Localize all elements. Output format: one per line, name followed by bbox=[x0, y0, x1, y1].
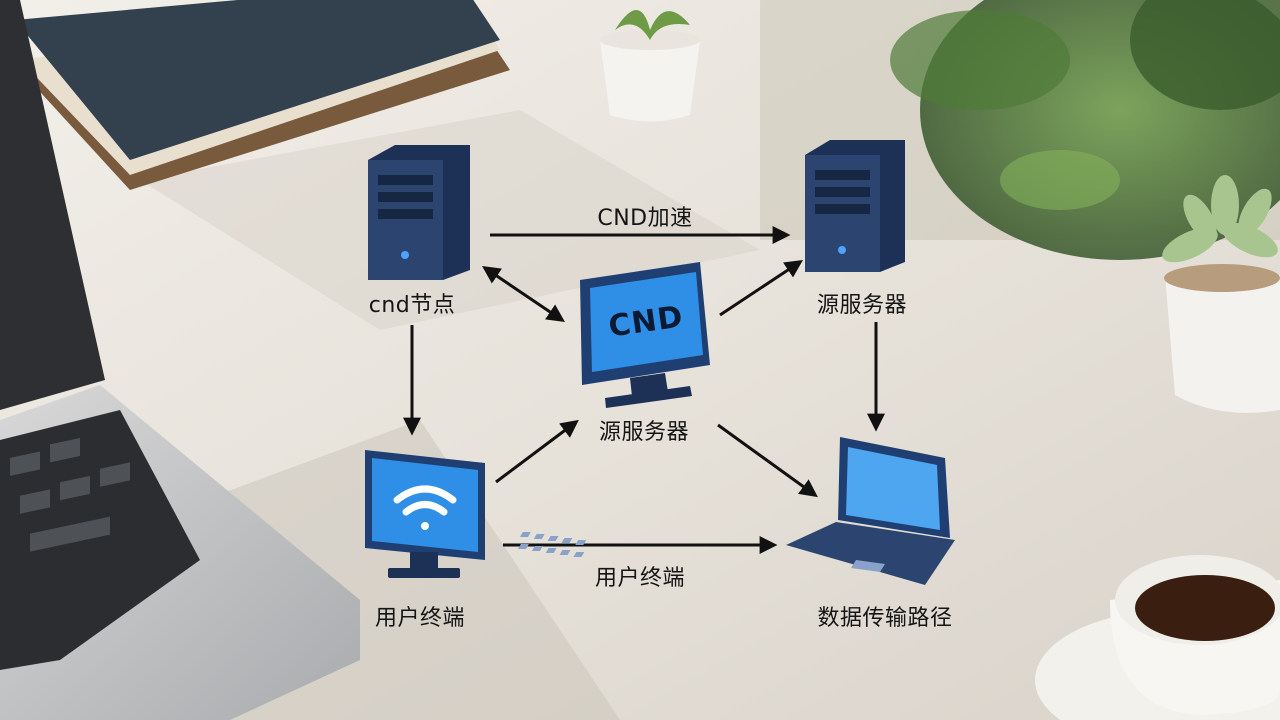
coffee-cup bbox=[1035, 555, 1280, 720]
arrow-center-to-origin bbox=[719, 260, 804, 317]
laptop-icon bbox=[518, 437, 955, 585]
edge-label-top: CND加速 bbox=[597, 206, 693, 231]
server-icon bbox=[805, 140, 905, 272]
small-pot-plant bbox=[600, 10, 700, 122]
monitor-icon bbox=[580, 262, 710, 408]
succulent-pot bbox=[1162, 175, 1280, 413]
arrow-layer bbox=[403, 226, 885, 554]
arrow-center-to-laptop bbox=[717, 423, 818, 498]
arrow-terminal-to-center bbox=[495, 419, 579, 484]
monitor-icon bbox=[365, 450, 485, 578]
arrow-cdn-center-bidirectional bbox=[482, 265, 565, 323]
node-label-user-terminal: 用户终端 bbox=[374, 606, 466, 631]
node-label-center: 源服务器 bbox=[598, 420, 690, 445]
node-label-laptop: 数据传输路径 bbox=[817, 606, 953, 631]
node-label-cdn-node: cnd节点 bbox=[368, 293, 456, 318]
notebook bbox=[15, 0, 510, 190]
server-icon bbox=[368, 145, 470, 280]
laptop-left bbox=[0, 0, 360, 720]
wifi-icon bbox=[393, 485, 457, 530]
edge-label-bottom: 用户终端 bbox=[594, 566, 686, 591]
node-label-origin-top: 源服务器 bbox=[816, 293, 908, 318]
